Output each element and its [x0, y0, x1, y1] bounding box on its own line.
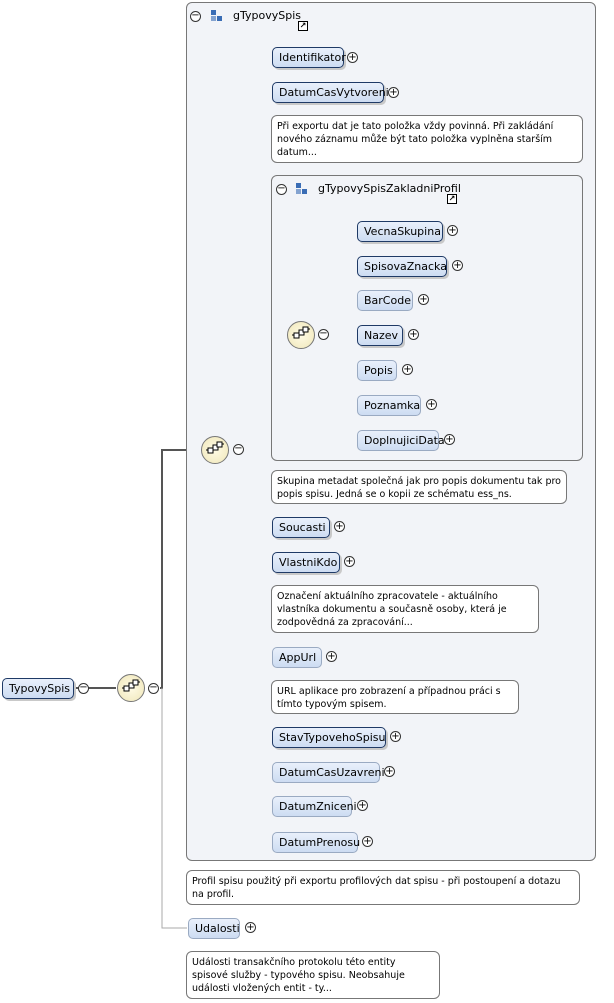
expand-icon[interactable]: +	[426, 399, 437, 410]
group-gtypovyspiszakladniprofil	[271, 175, 583, 461]
expand-icon[interactable]: +	[390, 731, 401, 742]
element-identifikator[interactable]: Identifikator	[272, 47, 346, 68]
expand-icon[interactable]: +	[357, 800, 368, 811]
expand-icon[interactable]: +	[452, 260, 463, 271]
element-udalosti[interactable]: Udalosti	[188, 918, 240, 939]
element-poznamka[interactable]: Poznamka	[357, 395, 421, 416]
group-icon	[296, 183, 307, 194]
collapse-icon[interactable]: −	[148, 682, 159, 694]
element-doplnujicidata[interactable]: DoplnujiciData	[357, 430, 445, 451]
element-vecnaskupina[interactable]: VecnaSkupina	[357, 221, 443, 242]
expand-icon[interactable]: +	[245, 922, 256, 933]
element-spisovaznacka[interactable]: SpisovaZnacka	[357, 256, 447, 277]
group-title: gTypovySpis	[233, 9, 301, 22]
element-datumcasvytvoreni[interactable]: DatumCasVytvoreni	[272, 82, 389, 103]
documentation-note: Při exportu dat je tato položka vždy pov…	[271, 115, 583, 163]
element-datumprenosu[interactable]: DatumPrenosu	[272, 832, 360, 853]
root-element-typovyspis[interactable]: TypovySpis	[2, 678, 74, 699]
expand-icon[interactable]: +	[388, 87, 399, 98]
element-datumzniceni[interactable]: DatumZniceni	[272, 796, 357, 817]
expand-icon[interactable]: +	[408, 329, 419, 340]
expand-icon[interactable]: +	[334, 521, 345, 532]
expand-icon[interactable]: +	[418, 294, 429, 305]
collapse-icon[interactable]: −	[190, 10, 201, 22]
sequence-compositor-icon	[201, 436, 229, 464]
expand-icon[interactable]: +	[384, 766, 395, 777]
expand-icon[interactable]: +	[347, 52, 358, 63]
group-icon	[211, 10, 222, 21]
documentation-note: Skupina metadat společná jak pro popis d…	[271, 470, 567, 504]
sequence-compositor-icon	[117, 674, 145, 702]
expand-icon[interactable]: +	[402, 364, 413, 375]
documentation-note: Profil spisu použitý při exportu profilo…	[186, 870, 580, 905]
expand-icon[interactable]: +	[326, 651, 337, 662]
element-soucasti[interactable]: Soucasti	[272, 517, 330, 538]
element-barcode[interactable]: BarCode	[357, 290, 413, 311]
expand-icon[interactable]: +	[362, 836, 373, 847]
link-icon[interactable]: ↗	[298, 21, 308, 31]
element-nazev[interactable]: Nazev	[357, 325, 403, 346]
element-datumcasuzavreni[interactable]: DatumCasUzavreni	[272, 762, 385, 783]
element-appurl[interactable]: AppUrl	[272, 647, 322, 668]
element-stavtypovehospisu[interactable]: StavTypovehoSpisu	[272, 727, 386, 748]
documentation-note: Události transakčního protokolu této ent…	[186, 951, 440, 999]
group-title: gTypovySpisZakladniProfil	[318, 182, 461, 195]
collapse-icon[interactable]: −	[233, 443, 244, 455]
expand-icon[interactable]: +	[447, 225, 458, 236]
documentation-note: URL aplikace pro zobrazení a případnou p…	[271, 680, 519, 714]
link-icon[interactable]: ↗	[447, 194, 457, 204]
expand-icon[interactable]: +	[444, 434, 455, 445]
expand-icon[interactable]: +	[344, 556, 355, 567]
collapse-icon[interactable]: −	[276, 183, 287, 195]
sequence-compositor-icon	[287, 321, 315, 349]
collapse-icon[interactable]: −	[318, 328, 329, 340]
element-vlastnikdo[interactable]: VlastniKdo	[272, 552, 340, 573]
collapse-icon[interactable]: −	[78, 682, 89, 694]
element-popis[interactable]: Popis	[357, 360, 397, 381]
documentation-note: Označení aktuálního zpracovatele - aktuá…	[271, 585, 539, 633]
